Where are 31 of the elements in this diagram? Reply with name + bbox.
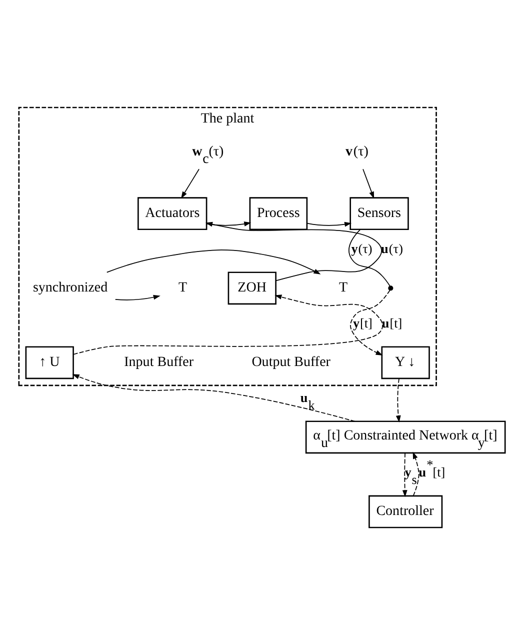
arrow (72, 374, 356, 422)
arrow (412, 452, 420, 496)
arrow (306, 222, 352, 227)
node-text: T (178, 280, 188, 296)
node-text: v(τ) (346, 144, 368, 160)
node-box: ↑ U (25, 346, 74, 380)
arrow (362, 168, 374, 199)
arrow (350, 290, 390, 356)
node-box: ZOH (228, 272, 276, 305)
node-text: T (338, 280, 348, 296)
arrow (106, 250, 321, 274)
connector (348, 228, 390, 286)
arrow (402, 452, 408, 498)
node-label: Input Buffer (124, 354, 194, 370)
arrow (206, 222, 252, 226)
node-box: Sensors (350, 197, 409, 230)
arrow (396, 378, 401, 423)
arrow (206, 222, 382, 282)
node-box: Actuators (138, 197, 208, 230)
node-label: Output Buffer (252, 354, 330, 370)
edge-label: y(τ) (351, 241, 372, 256)
node-box: Y ↓ (381, 346, 430, 380)
edge-label: y[t] (352, 316, 372, 331)
node-box: Controller (368, 495, 443, 528)
node-box: Process (249, 197, 308, 230)
arrow (73, 294, 383, 355)
node-switch (388, 286, 394, 291)
edge-label: u[t] (382, 316, 402, 331)
node-text: synchronized (32, 280, 108, 296)
arrow (181, 168, 200, 199)
arrow (114, 294, 160, 300)
